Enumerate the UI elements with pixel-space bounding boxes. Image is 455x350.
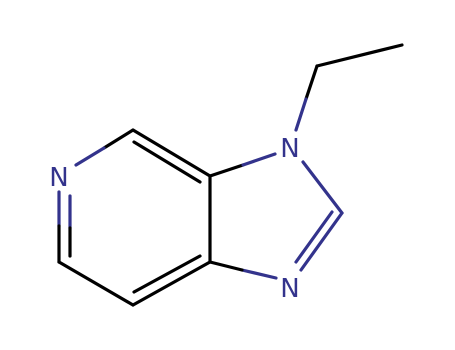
atom-label-n1: N <box>280 134 299 164</box>
bond-c7-n6 <box>74 128 135 167</box>
atom-label-n3: N <box>280 274 299 304</box>
bond-n3-c3a <box>208 260 278 280</box>
atom-labels: N N N <box>49 134 299 304</box>
bond-c2-n3 <box>294 210 344 272</box>
atom-label-n6: N <box>49 163 68 193</box>
bond-c7a-c7 <box>131 128 212 184</box>
bond-n1-c2 <box>301 160 344 215</box>
bond-ethyl-c-c <box>315 43 404 68</box>
bond-c4-c3a <box>131 254 212 307</box>
bond-n6-c5 <box>57 190 72 264</box>
bond-ethyl-n1 <box>294 64 319 132</box>
bond-c5-c4 <box>57 260 135 307</box>
bonds <box>57 43 404 307</box>
bond-c7a-n1 <box>208 152 277 178</box>
